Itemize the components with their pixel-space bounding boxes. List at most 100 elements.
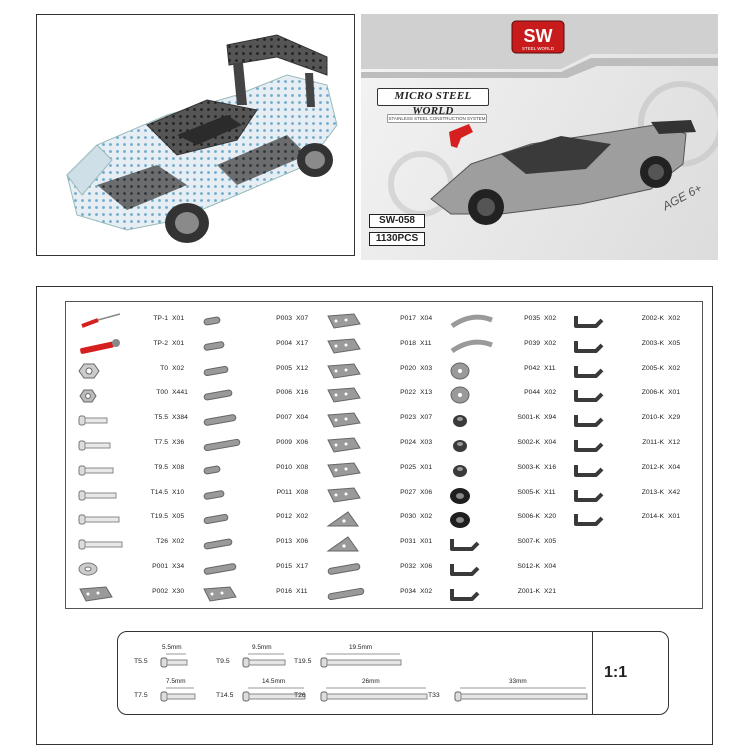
part-quantity: X01 [172, 315, 185, 322]
race-car-render-image [66, 34, 338, 243]
part-code: T0 [160, 364, 168, 372]
part-quantity: X04 [296, 414, 309, 422]
part-code: TP-1 [153, 315, 168, 322]
scale-screw-length: 5.5mm [162, 644, 182, 651]
part-quantity: X02 [544, 389, 557, 397]
part-code: P016 [276, 587, 292, 595]
bracket-icon [450, 588, 480, 601]
part-code: P032 [400, 562, 416, 570]
part-quantity: X36 [172, 438, 185, 446]
part-quantity: X05 [668, 339, 681, 347]
strip-icon [327, 587, 365, 600]
part-quantity: X03 [420, 364, 433, 372]
plate-icon [327, 363, 361, 379]
part-code: P044 [524, 389, 540, 397]
part-code: P042 [524, 364, 540, 372]
part-code: T14.5 [150, 488, 168, 496]
part-quantity: X06 [296, 538, 309, 546]
part-code: S005-K [517, 488, 540, 496]
scale-divider [592, 632, 593, 714]
plate-icon [327, 338, 361, 354]
scale-screw-label: T33 [428, 692, 440, 699]
series-title: MICRO STEEL WORLD [377, 88, 489, 117]
part-code: Z002-K [641, 315, 664, 322]
screwdriver-icon [81, 313, 121, 328]
screw-icon [78, 514, 120, 525]
tire-icon [450, 487, 470, 504]
part-code: Z003-K [641, 339, 664, 347]
part-code: T19.5 [150, 513, 168, 521]
part-quantity: X94 [544, 414, 557, 422]
screw-icon [242, 653, 286, 668]
part-row: S007-K X05 [448, 533, 572, 558]
part-row: P044 X02 [448, 384, 572, 409]
part-code: T00 [156, 389, 168, 397]
scale-screw-length: 14.5mm [262, 678, 286, 685]
scale-screw-length: 33mm [509, 678, 527, 685]
part-quantity: X11 [544, 364, 556, 372]
scale-screw-label: T7.5 [134, 692, 148, 699]
part-quantity: X01 [172, 339, 185, 347]
part-code: S007-K [517, 538, 540, 546]
brand-logo: SW STEEL WORLD [511, 20, 565, 54]
part-quantity: X08 [296, 463, 309, 471]
strip-icon [203, 341, 225, 351]
screw-icon [78, 415, 108, 426]
part-code: P012 [276, 513, 292, 521]
screw-icon [78, 465, 114, 476]
part-quantity: X02 [296, 513, 309, 521]
strip-icon [203, 538, 233, 550]
part-code: Z010-K [641, 414, 664, 422]
part-row: T0 X02 [76, 360, 200, 385]
plate-icon [327, 437, 361, 453]
part-row: Z003-K X05 [572, 335, 696, 360]
part-code: Z001-K [517, 587, 540, 595]
part-code: P024 [400, 438, 416, 446]
part-code: P009 [276, 438, 292, 446]
part-code: Z012-K [641, 463, 664, 471]
part-quantity: X06 [420, 562, 433, 570]
scale-screw-label: T26 [294, 692, 306, 699]
screw-icon [454, 687, 588, 702]
part-quantity: X02 [172, 364, 185, 372]
bracket-icon [574, 439, 604, 452]
plate-icon [203, 586, 237, 602]
part-code: P031 [400, 538, 416, 546]
part-quantity: X05 [544, 538, 557, 546]
bushing-icon [453, 464, 467, 477]
part-code: P025 [400, 463, 416, 471]
part-quantity: X03 [420, 438, 433, 446]
part-code: P011 [276, 488, 292, 496]
part-code: P023 [400, 414, 416, 422]
tire-icon [450, 512, 470, 529]
part-row: P042 X11 [448, 360, 572, 385]
part-code: P010 [276, 463, 292, 471]
screw-icon [78, 440, 111, 451]
part-code: Z013-K [641, 488, 664, 496]
model-number: SW-058 [369, 214, 425, 228]
part-code: P018 [400, 339, 416, 347]
part-quantity: X08 [296, 488, 309, 496]
screw-icon [160, 653, 188, 668]
strip-icon [203, 489, 225, 500]
part-quantity: X04 [544, 438, 557, 446]
bracket-icon [574, 464, 604, 477]
strip-icon [203, 438, 241, 452]
scale-screw-length: 9.5mm [252, 644, 272, 651]
